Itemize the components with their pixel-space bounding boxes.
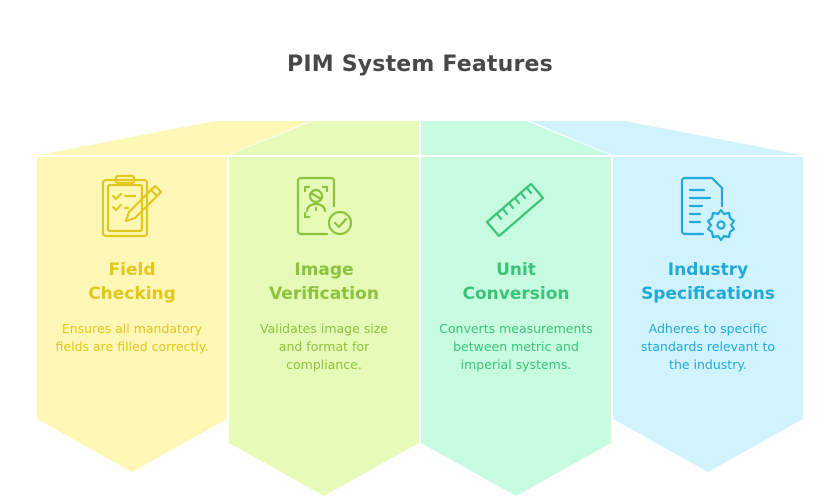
column-field-checking (37, 157, 227, 472)
feature-industry-specifications: Industry Specifications Adheres to speci… (613, 172, 803, 374)
feature-description: Converts measurements between metric and… (439, 321, 593, 372)
feature-description: Adheres to specific standards relevant t… (640, 321, 776, 372)
diagram-title: PIM System Features (287, 52, 553, 77)
column-industry-specifications (613, 157, 803, 472)
feature-title: Industry Specifications (613, 258, 803, 306)
feature-description: Validates image size and format for comp… (259, 321, 388, 372)
image-face-verify-check-icon (296, 176, 353, 236)
feature-image-verification: Image Verification Validates image size … (229, 172, 419, 374)
roof-field-checking (38, 121, 310, 155)
feature-unit-conversion: Unit Conversion Converts measurements be… (421, 172, 611, 374)
feature-title: Image Verification (229, 258, 419, 306)
column-unit-conversion (421, 157, 611, 496)
feature-title-line1: Field (108, 260, 156, 280)
ruler-icon (485, 182, 545, 238)
feature-title: Unit Conversion (421, 258, 611, 306)
column-image-verification (229, 157, 419, 496)
feature-title: Field Checking (37, 258, 227, 306)
clipboard-checklist-pencil-icon (101, 174, 163, 238)
roof-industry-specifications (530, 121, 802, 155)
feature-description: Ensures all mandatory fields are filled … (55, 321, 209, 354)
document-gear-icon (680, 176, 736, 242)
feature-title-line2: Conversion (462, 284, 570, 304)
feature-field-checking: Field Checking Ensures all mandatory fie… (37, 172, 227, 356)
roof-image-verification (229, 121, 419, 155)
feature-title-line2: Specifications (641, 284, 775, 304)
feature-title-line1: Unit (496, 260, 536, 280)
roof-unit-conversion (421, 121, 610, 155)
feature-title-line2: Verification (269, 284, 379, 304)
feature-title-line2: Checking (88, 284, 176, 304)
feature-title-line1: Image (294, 260, 354, 280)
feature-title-line1: Industry (667, 260, 749, 280)
